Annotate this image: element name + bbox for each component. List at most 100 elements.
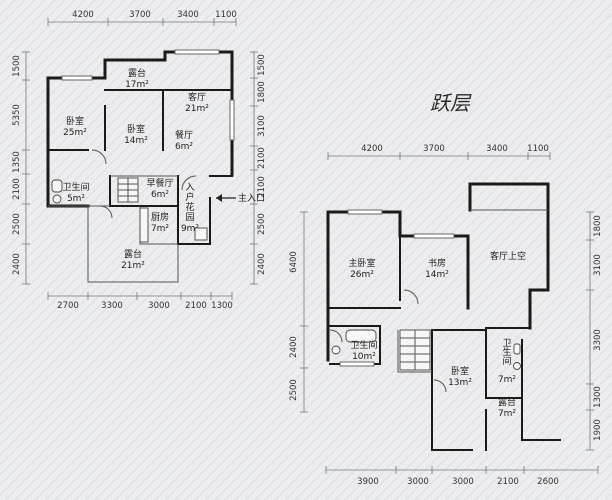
upper-dim-bottom-5: 2600 — [537, 477, 559, 487]
upper-dim-left-3: 2500 — [289, 379, 299, 401]
upper-dim-left-1: 6400 — [289, 251, 299, 273]
lower-window-bedroom — [61, 75, 93, 81]
upper-dim-right-4: 1300 — [593, 386, 603, 408]
room-bath-upper-right-char-2: 生 — [502, 346, 511, 358]
room-master-bedroom-name: 主卧室 — [348, 257, 375, 269]
upper-dim-right-2: 3100 — [593, 254, 603, 276]
room-kitchen-name: 厨房 — [151, 211, 169, 223]
room-terrace-bottom-name: 露台 — [124, 248, 142, 260]
lower-walls — [46, 50, 234, 283]
lower-door-bedroom — [91, 149, 107, 165]
room-entry-garden-char-2: 户 — [185, 191, 194, 203]
room-bath-lower: 卫生间 5m² — [62, 181, 89, 204]
room-terrace-upper-area: 7m² — [498, 409, 516, 419]
upper-right-dimensions: 1800 3100 3300 1300 1900 — [586, 211, 603, 451]
room-breakfast: 早餐厅 6m² — [146, 177, 173, 200]
lower-dim-left-4: 2100 — [12, 178, 22, 200]
lower-dim-right-4: 2100 — [257, 147, 267, 169]
room-terrace-upper: 露台 7m² — [498, 396, 516, 419]
room-living: 客厅 21m² — [185, 91, 209, 114]
upper-dim-top-1: 4200 — [361, 144, 383, 154]
lower-dim-right-5: 2100 — [257, 176, 267, 198]
upper-left-dimensions: 6400 2400 2500 — [289, 211, 308, 413]
upper-dim-top-3: 3400 — [486, 144, 508, 154]
room-bath-upper-left: 卫生间 10m² — [350, 339, 377, 362]
upper-dim-top-4: 1100 — [527, 144, 549, 154]
upper-door-bedroom — [433, 379, 447, 393]
lower-dim-top-2: 3700 — [129, 10, 151, 20]
lower-staircase — [117, 177, 139, 203]
room-entry-garden: 入 户 花 园 9m² — [181, 182, 199, 234]
lower-dim-left-5: 2500 — [12, 213, 22, 235]
room-bedroom-large-name: 卧室 — [66, 115, 84, 127]
room-bath-lower-name: 卫生间 — [62, 181, 89, 193]
room-entry-garden-char-1: 入 — [185, 182, 194, 193]
lower-bath-fixtures — [51, 179, 63, 204]
room-entry-garden-char-4: 园 — [185, 212, 194, 223]
lower-dim-bottom-4: 2100 — [185, 301, 207, 311]
main-entrance-marker: 主入口 — [216, 192, 265, 204]
room-bath-upper-right-area: 7m² — [498, 375, 516, 385]
room-kitchen-area: 7m² — [151, 224, 169, 234]
upper-dim-bottom-3: 3000 — [452, 477, 474, 487]
lower-door-terrace — [99, 205, 113, 219]
upper-dim-bottom-1: 3900 — [357, 477, 379, 487]
lower-window-living — [174, 49, 220, 55]
room-entry-garden-area: 9m² — [181, 224, 199, 234]
room-study: 书房 14m² — [425, 257, 449, 280]
lower-door-entry — [181, 175, 197, 191]
room-living-void-name: 客厅上空 — [490, 250, 526, 262]
upper-bath-fixtures — [331, 329, 521, 370]
room-master-bedroom-area: 26m² — [350, 270, 374, 280]
lower-dim-top-1: 4200 — [72, 10, 94, 20]
upper-window-study — [413, 233, 455, 239]
lower-right-dimensions: 1500 1800 3100 2100 2100 2500 2400 — [250, 51, 267, 285]
upper-floor-title: 跃层 — [430, 91, 472, 115]
upper-top-dimensions: 4200 3700 3400 1100 — [327, 144, 551, 160]
room-bedroom-mid-name: 卧室 — [127, 123, 145, 135]
lower-dim-left-2: 5350 — [12, 104, 22, 126]
room-bedroom-large: 卧室 25m² — [63, 115, 87, 138]
room-study-area: 14m² — [425, 270, 449, 280]
lower-dim-left-1: 1500 — [12, 55, 22, 77]
room-terrace-bottom: 露台 21m² — [121, 248, 145, 271]
room-bath-lower-area: 5m² — [67, 194, 85, 204]
upper-window-bath — [339, 361, 375, 367]
room-dining-area: 6m² — [175, 142, 193, 152]
upper-dim-bottom-2: 3000 — [407, 477, 429, 487]
main-entrance-label: 主入口 — [238, 192, 265, 204]
room-living-void: 客厅上空 — [490, 250, 526, 262]
lower-dim-bottom-5: 1300 — [211, 301, 233, 311]
upper-dim-right-5: 1900 — [593, 419, 603, 441]
lower-window-living-side — [229, 99, 235, 141]
lower-left-dimensions: 1500 5350 1350 2100 2500 2400 — [12, 51, 30, 285]
upper-dim-right-3: 3300 — [593, 329, 603, 351]
upper-bottom-dimensions: 3900 3000 3000 2100 2600 — [325, 466, 599, 487]
upper-staircase — [399, 329, 431, 371]
room-dining-name: 餐厅 — [175, 129, 193, 141]
room-bedroom-upper-area: 13m² — [448, 378, 472, 388]
upper-door-bath — [329, 329, 343, 343]
lower-dim-right-3: 3100 — [257, 115, 267, 137]
lower-dim-bottom-1: 2700 — [57, 301, 79, 311]
room-breakfast-name: 早餐厅 — [146, 177, 173, 189]
lower-dim-right-1: 1500 — [257, 54, 267, 76]
lower-dim-right-2: 1800 — [257, 81, 267, 103]
upper-dim-left-2: 2400 — [289, 336, 299, 358]
lower-dim-left-6: 2400 — [12, 253, 22, 275]
room-bedroom-upper: 卧室 13m² — [448, 365, 472, 388]
room-study-name: 书房 — [428, 257, 446, 269]
room-master-bedroom: 主卧室 26m² — [348, 257, 375, 280]
room-entry-garden-char-3: 花 — [185, 201, 194, 213]
room-terrace-top: 露台 17m² — [125, 67, 149, 90]
lower-top-dimensions: 4200 3700 3400 1100 — [47, 10, 237, 26]
room-bedroom-mid-area: 14m² — [124, 136, 148, 146]
lower-floor-plan: 4200 3700 3400 1100 2700 3300 3000 2100 … — [12, 10, 267, 311]
lower-dim-bottom-3: 3000 — [148, 301, 170, 311]
room-bath-upper-left-name: 卫生间 — [350, 339, 377, 351]
room-kitchen: 厨房 7m² — [151, 211, 169, 234]
upper-dim-right-1: 1800 — [593, 215, 603, 237]
room-terrace-bottom-area: 21m² — [121, 261, 145, 271]
upper-window-master — [347, 209, 383, 215]
